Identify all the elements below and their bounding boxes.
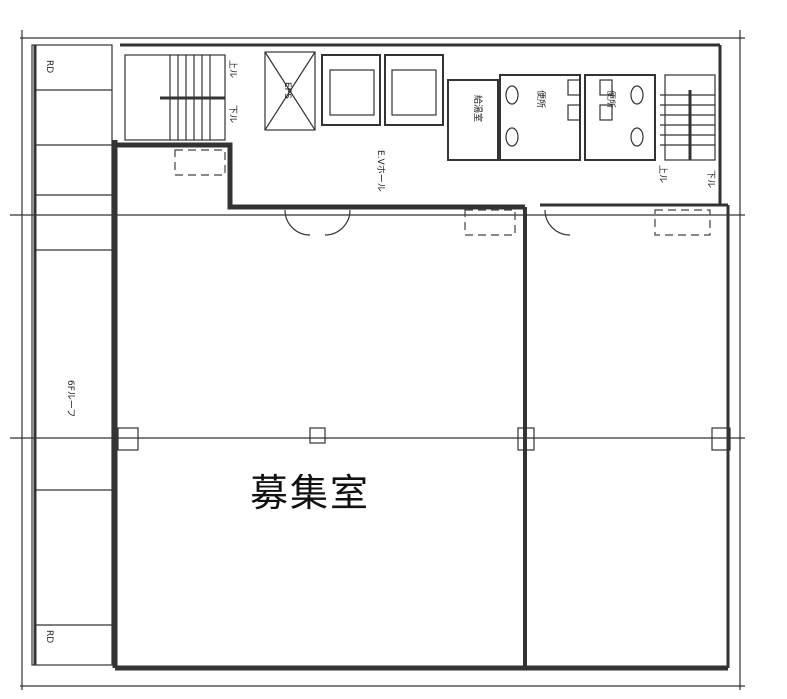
label-toilet-1: 便所 xyxy=(535,90,547,108)
grid-lines xyxy=(10,30,745,690)
eps-shaft xyxy=(264,51,316,131)
elevators xyxy=(321,54,444,126)
doors xyxy=(117,209,731,451)
room-label: 募集室 xyxy=(250,471,371,515)
label-eps: EPS xyxy=(282,82,292,99)
label-stair-down-right: 下ル xyxy=(705,170,715,188)
label-toilet-2: 便所 xyxy=(605,90,617,108)
main-walls xyxy=(112,43,730,671)
toilets xyxy=(447,74,656,161)
stair-right xyxy=(654,74,716,236)
label-stair-up-left: 上ル xyxy=(227,60,238,78)
label-rd-top: RD xyxy=(44,60,54,73)
label-roof: 6Fルーフ xyxy=(65,380,75,417)
label-rd-bottom: RD xyxy=(44,630,54,643)
label-ev-hall: E.Vホール xyxy=(375,150,386,192)
label-stair-down-left: 下ル xyxy=(227,105,237,123)
stair-left xyxy=(124,54,226,176)
label-stair-up-right: 上ル xyxy=(657,165,668,183)
label-kitchenette: 給湯室 xyxy=(472,95,484,122)
roof-strip xyxy=(31,44,113,666)
